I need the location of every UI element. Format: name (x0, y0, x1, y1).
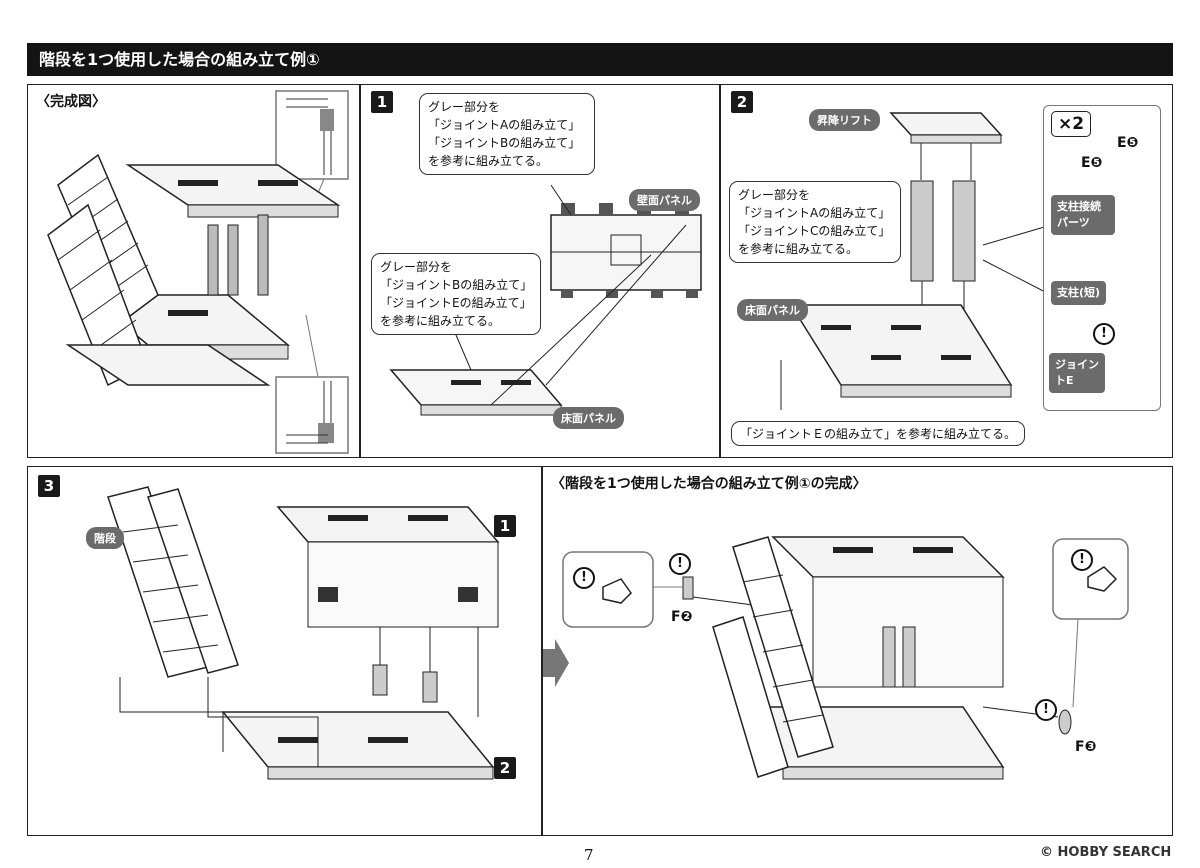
result-part-f3: F❸ (1075, 739, 1097, 755)
complete-view-illustration (47, 90, 349, 454)
step2-part-e5-a: E❺ (1117, 135, 1139, 151)
step2-panel: 2 昇降リフト グレー部分を (720, 84, 1173, 458)
result-label: 〈階段を1つ使用した場合の組み立て例①の完成〉 (551, 476, 867, 492)
step2-warning-icon: ! (1093, 323, 1115, 345)
step1-illustration (389, 184, 702, 416)
result-part-f2: F❷ (671, 609, 693, 625)
complete-view-panel: 〈完成図〉 (27, 84, 360, 458)
step1-wall-panel-tag: 壁面パネル (629, 189, 700, 211)
result-warning-icon-left-detail: ! (573, 567, 595, 589)
step2-joint-e-tag: ジョイントE (1049, 353, 1105, 393)
result-warning-icon-left-part: ! (669, 553, 691, 575)
step2-support-short-tag: 支柱(短) (1051, 281, 1107, 305)
result-warning-icon-right-detail: ! (1071, 549, 1093, 571)
result-illustration (543, 536, 1129, 780)
page-title: 階段を1つ使用した場合の組み立て例① (27, 43, 1173, 76)
step2-part-e5-b: E❺ (1081, 155, 1103, 171)
complete-view-label: 〈完成図〉 (36, 94, 106, 110)
step2-number: 2 (731, 91, 753, 113)
step2-illustration (780, 112, 1145, 410)
step3-panel: 3 階段 (27, 466, 542, 836)
step1-callout-top: グレー部分を 「ジョイントAの組み立て」 「ジョイントBの組み立て」 を参考に組… (419, 93, 595, 175)
page-number: 7 (584, 846, 594, 864)
step3-ref-1: 1 (494, 515, 516, 537)
step3-number: 3 (38, 475, 60, 497)
step3-stairs-tag: 階段 (86, 527, 124, 549)
result-panel: 〈階段を1つ使用した場合の組み立て例①の完成〉 (542, 466, 1173, 836)
step2-callout: グレー部分を 「ジョイントAの組み立て」 「ジョイントCの組み立て」 を参考に組… (729, 181, 901, 263)
step2-support-connector-tag: 支柱接続パーツ (1051, 195, 1115, 235)
step1-floor-panel-tag: 床面パネル (553, 407, 624, 429)
step2-lift-tag: 昇降リフト (809, 109, 880, 131)
step2-floor-panel-tag: 床面パネル (737, 299, 808, 321)
step1-number: 1 (371, 91, 393, 113)
step2-bottom-note: 「ジョイントＥの組み立て」を参考に組み立てる。 (731, 421, 1026, 446)
step3-illustration (107, 486, 500, 780)
step1-callout-left: グレー部分を 「ジョイントBの組み立て」 「ジョイントEの組み立て」 を参考に組… (371, 253, 541, 335)
step2-multiplier: ×2 (1051, 111, 1092, 137)
result-warning-icon-right-part: ! (1035, 699, 1057, 721)
step1-panel: 1 グレー部分を 「ジョイントAの組み立て」 「ジョイントBの組み立て」 を参考… (360, 84, 720, 458)
step3-ref-2: 2 (494, 757, 516, 779)
watermark: © HOBBY SEARCH (1040, 845, 1172, 860)
